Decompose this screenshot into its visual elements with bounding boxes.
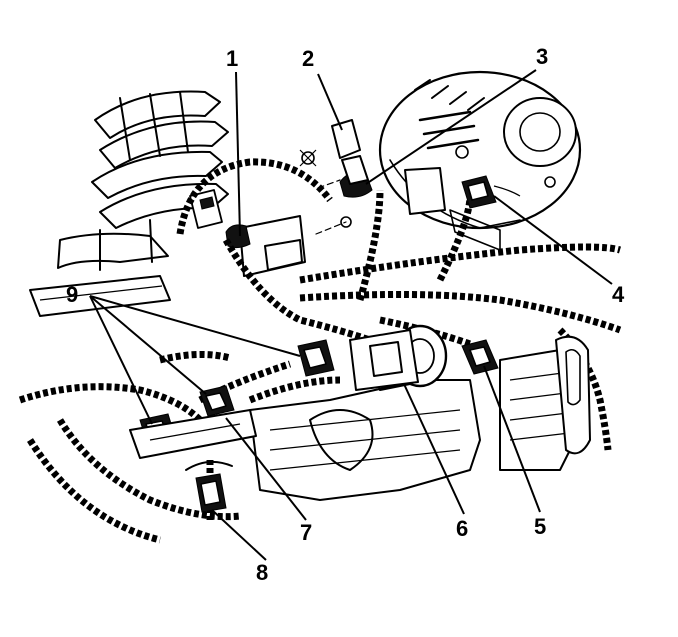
callout-5: 5 [534,514,546,539]
leader-lines [89,69,613,561]
callout-8: 8 [256,560,268,585]
callout-6: 6 [456,516,468,541]
callout-labels: 1 2 3 4 5 6 7 8 9 [66,44,625,585]
callout-9: 9 [66,282,78,307]
sensor-connector-8 [185,460,233,513]
callout-1: 1 [226,46,238,71]
alternator-connector [461,175,521,209]
callout-2: 2 [302,46,314,71]
callout-4: 4 [612,282,625,307]
callout-3: 3 [536,44,548,69]
sensor-housing [349,324,448,391]
ignition-coil-bracket [299,119,373,235]
central-connector-block [189,189,306,277]
alternator [378,70,582,251]
harness-bracket [129,409,257,459]
callout-7: 7 [300,520,312,545]
sensor-connector-5 [461,339,499,375]
intake-manifold [29,90,229,317]
